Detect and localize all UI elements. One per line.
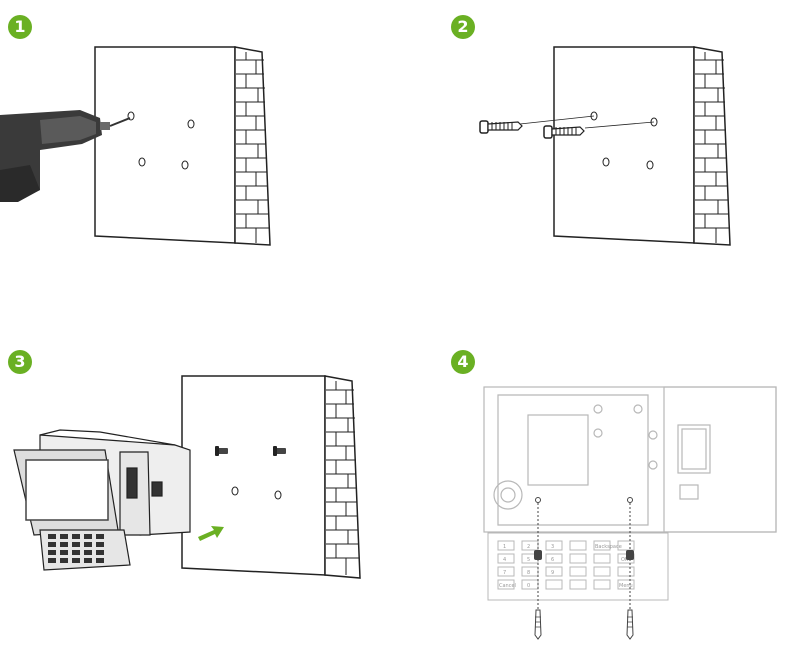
hole-top-right (187, 119, 195, 129)
key-backspace: Backspace (595, 544, 622, 550)
step-4-badge: 4 (451, 350, 475, 374)
screw-1-icon (479, 120, 523, 134)
bottom-screw-right (626, 497, 634, 640)
step-4-illustration: 1 2 3 4 5 6 7 8 9 0 Cancel Menu Backspac… (478, 385, 778, 640)
wall-front (94, 46, 236, 244)
direction-arrow-icon (198, 526, 224, 541)
card-reader (151, 481, 163, 497)
step-1-illustration (0, 40, 290, 260)
key-9: 9 (551, 570, 554, 576)
key-4: 4 (503, 557, 506, 563)
mount-device-icon (13, 375, 361, 579)
fingerprint-sensor (126, 467, 138, 499)
brick-pattern (695, 52, 729, 243)
step-2-badge: 2 (451, 15, 475, 39)
keypad-key-labels: 1 2 3 4 5 6 7 8 9 0 Cancel Menu Backspac… (499, 544, 633, 589)
key-1: 1 (503, 544, 506, 550)
hole-bottom-right (646, 160, 654, 170)
brick-pattern (326, 381, 359, 575)
key-0: 0 (527, 583, 530, 589)
key-7: 7 (503, 570, 506, 576)
wall-screw-right (273, 446, 286, 456)
key-menu: Menu (619, 583, 633, 589)
device-screen (25, 459, 109, 521)
wall-side (234, 46, 271, 246)
wall-screw-left (215, 446, 228, 456)
key-3: 3 (551, 544, 554, 550)
device-icon (13, 429, 191, 571)
wall-front (553, 46, 695, 244)
hole-bottom-left (231, 486, 239, 496)
step-1-badge: 1 (8, 15, 32, 39)
key-ok: OK (621, 557, 629, 563)
brick-pattern (236, 52, 269, 243)
bottom-screw-left (534, 497, 542, 640)
key-8: 8 (527, 570, 530, 576)
step-3-illustration (0, 370, 370, 585)
drill-holes-icon (0, 46, 271, 246)
fasten-bottom-screws-icon: 1 2 3 4 5 6 7 8 9 0 Cancel Menu Backspac… (483, 386, 777, 640)
wall-side (693, 46, 731, 246)
key-5: 5 (527, 557, 530, 563)
drill-icon (0, 110, 131, 202)
wall-front (181, 375, 326, 576)
wall-side (324, 375, 361, 579)
device-housing (483, 386, 777, 533)
insert-screws-icon (479, 46, 731, 246)
device-keypad (487, 532, 669, 601)
key-6: 6 (551, 557, 554, 563)
step-2-illustration (470, 40, 760, 260)
guide-line-1 (519, 115, 595, 125)
key-2: 2 (527, 544, 530, 550)
step-3-badge: 3 (8, 350, 32, 374)
hole-bottom-right (274, 490, 282, 500)
guide-line-2 (584, 121, 655, 129)
hole-bottom-left (602, 157, 610, 167)
key-cancel: Cancel (499, 583, 516, 589)
hole-bottom-right (181, 160, 189, 170)
hole-bottom-left (138, 157, 146, 167)
screw-2-icon (543, 125, 585, 139)
